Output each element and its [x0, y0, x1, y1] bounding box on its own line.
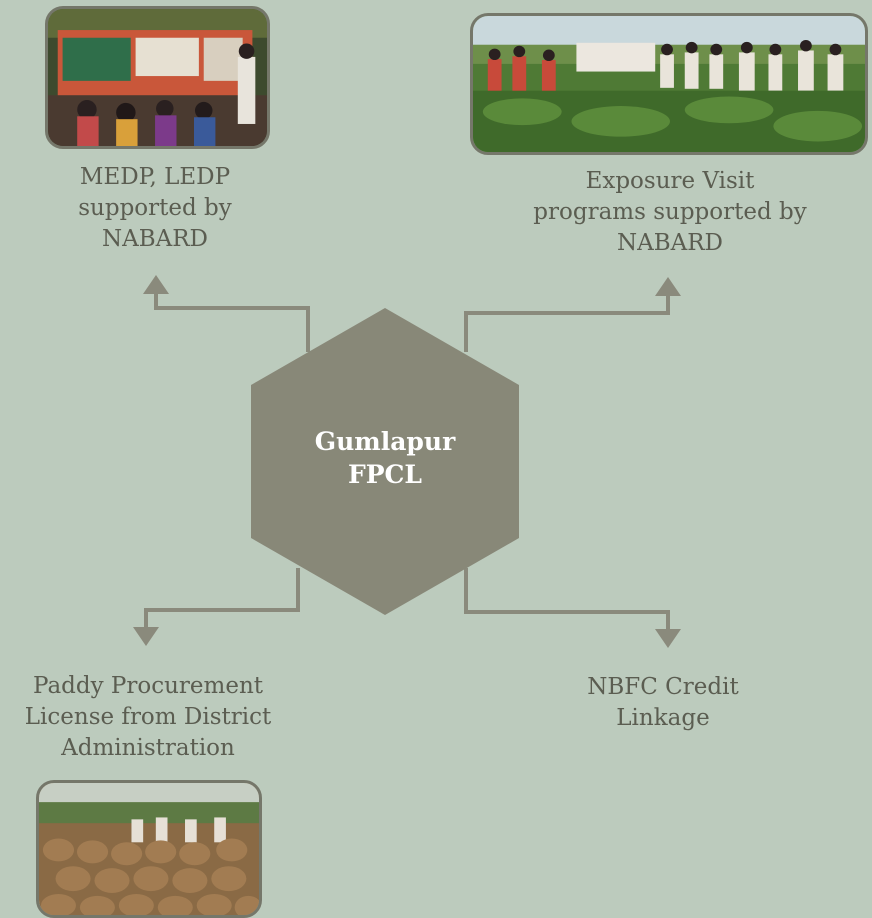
paddy-line-3: Administration — [61, 735, 235, 761]
paddy-line-2: License from District — [24, 704, 272, 730]
nbfc-line-1: NBFC Credit — [587, 674, 739, 700]
center-title-line1: Gumlapur — [314, 427, 456, 456]
branch-label-medp: MEDP, LEDP supported by NABARD — [40, 162, 270, 255]
center-title-line2: FPCL — [347, 460, 423, 489]
medp-line-3: NABARD — [101, 226, 208, 252]
branch-label-paddy: Paddy Procurement License from District … — [0, 671, 296, 764]
training-meeting-photo — [45, 6, 270, 149]
medp-line-1: MEDP, LEDP — [79, 164, 231, 190]
branch-label-nbfc: NBFC Credit Linkage — [543, 672, 783, 734]
exposure-line-3: NABARD — [616, 230, 723, 256]
arrowhead-exposure — [655, 277, 681, 296]
branch-label-exposure: Exposure Visit programs supported by NAB… — [500, 166, 840, 259]
paddy-line-1: Paddy Procurement — [33, 673, 263, 699]
nbfc-line-2: Linkage — [616, 705, 710, 731]
arrowhead-paddy — [133, 627, 159, 646]
connector-paddy — [144, 568, 300, 630]
connector-nbfc — [464, 568, 670, 632]
exposure-line-1: Exposure Visit — [585, 168, 755, 194]
center-hexagon — [251, 308, 519, 615]
connector-medp — [154, 290, 310, 352]
connector-exposure — [464, 292, 670, 352]
paddy-sacks-photo — [36, 780, 262, 918]
field-visit-photo — [470, 13, 868, 155]
arrowhead-medp — [143, 275, 169, 294]
exposure-line-2: programs supported by — [533, 199, 807, 225]
medp-line-2: supported by — [78, 195, 232, 221]
arrowhead-nbfc — [655, 629, 681, 648]
center-hexagon-label: Gumlapur FPCL — [250, 425, 520, 491]
